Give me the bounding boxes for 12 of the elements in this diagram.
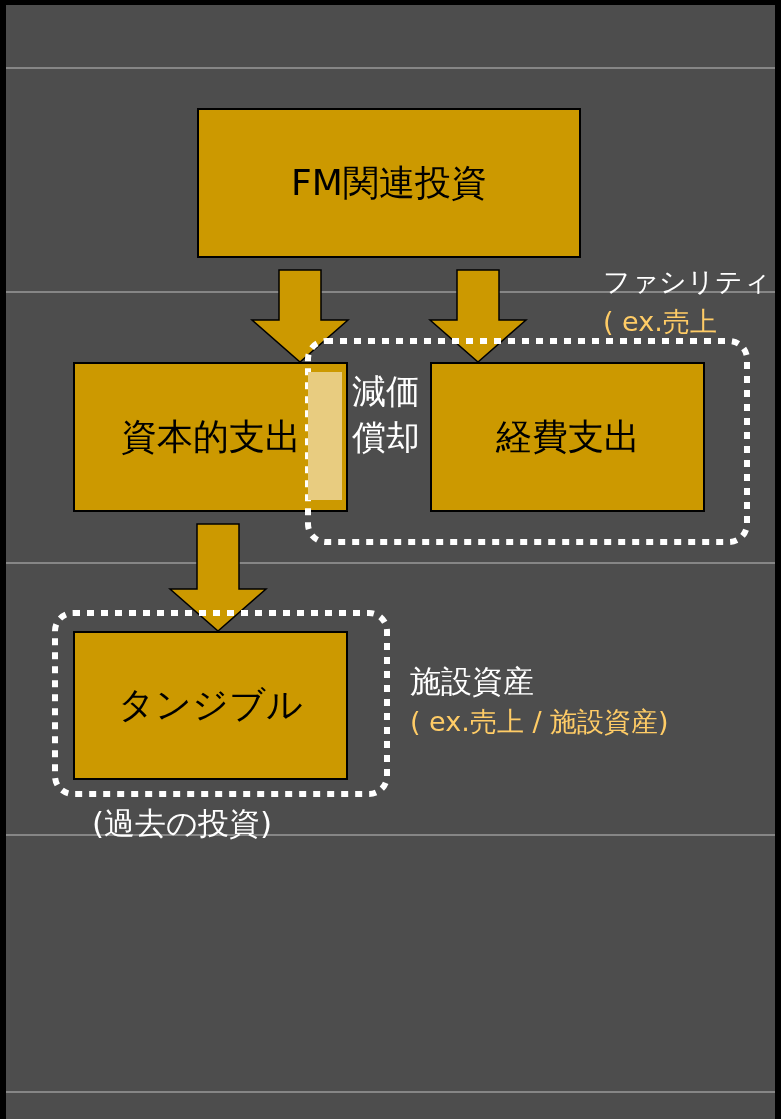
process-box: 経費支出 xyxy=(430,362,705,512)
block-arrow xyxy=(168,523,268,632)
annotation-text: ファシリティ xyxy=(603,265,771,299)
note-text: 減価償却 xyxy=(351,370,421,459)
annotation-text: 施設資産 xyxy=(410,663,534,699)
annotation-text: ( ex.売上 xyxy=(603,305,717,339)
process-box: FM関連投資 xyxy=(197,108,581,258)
process-box: タンジブル xyxy=(73,631,348,780)
block-arrow xyxy=(428,269,528,363)
annotation-text: (過去の投資) xyxy=(92,805,273,841)
annotation-text: ( ex.売上 / 施設資産) xyxy=(410,705,669,739)
block-arrow xyxy=(250,269,350,363)
